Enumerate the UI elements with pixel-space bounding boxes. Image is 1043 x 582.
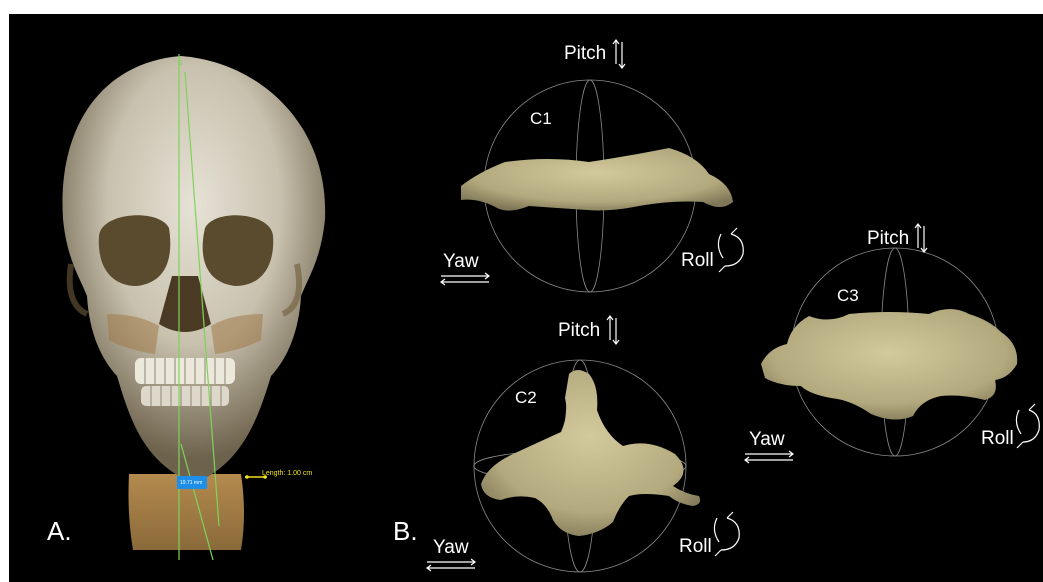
vertebra-c3: C3 Pitch Yaw Roll	[745, 224, 1039, 463]
c2-pitch-label: Pitch	[558, 320, 600, 341]
c3-bone	[761, 309, 1017, 420]
measurement-box-value: 19.71 mm	[180, 480, 202, 486]
panel-a-label: A.	[47, 516, 72, 546]
lower-teeth	[141, 386, 229, 406]
vertebra-c1: C1 Pitch Yaw Roll	[441, 40, 743, 292]
measurement-label: Length: 1.00 cm	[262, 470, 312, 477]
c1-pitch-arrow-icon	[613, 40, 625, 68]
panel-a-skull-render: S Length: 1.00 cm 19.71 mm	[62, 54, 325, 560]
c3-name: C3	[837, 286, 859, 305]
figure-stage: S Length: 1.00 cm 19.71 mm A. B. C1 Pitc…	[9, 14, 1043, 582]
c2-roll-label: Roll	[679, 536, 712, 557]
c2-name: C2	[515, 388, 537, 407]
panel-b-label: B.	[393, 516, 418, 546]
c2-pitch-arrow-icon	[607, 316, 619, 344]
c1-roll-label: Roll	[681, 250, 714, 271]
c1-roll-arrow-icon	[718, 228, 743, 272]
c2-bone	[481, 370, 700, 536]
c3-pitch-label: Pitch	[867, 228, 909, 249]
top-marker: S	[178, 60, 183, 67]
c1-pitch-label: Pitch	[564, 43, 606, 64]
vertebra-c2: C2 Pitch Yaw Roll	[427, 316, 739, 572]
c1-name: C1	[530, 109, 552, 128]
c3-roll-label: Roll	[981, 428, 1014, 449]
c2-yaw-label: Yaw	[433, 537, 469, 558]
c2-roll-arrow-icon	[714, 512, 739, 556]
figure-canvas: S Length: 1.00 cm 19.71 mm A. B. C1 Pitc…	[9, 14, 1043, 582]
c3-yaw-label: Yaw	[749, 429, 785, 450]
skull-shape	[62, 56, 325, 481]
c3-roll-arrow-icon	[1016, 404, 1039, 448]
c3-pitch-arrow-icon	[915, 224, 927, 252]
c3-yaw-arrow-icon	[745, 451, 793, 463]
c1-yaw-label: Yaw	[443, 251, 479, 272]
c2-yaw-arrow-icon	[427, 559, 475, 571]
c1-yaw-arrow-icon	[441, 273, 489, 285]
